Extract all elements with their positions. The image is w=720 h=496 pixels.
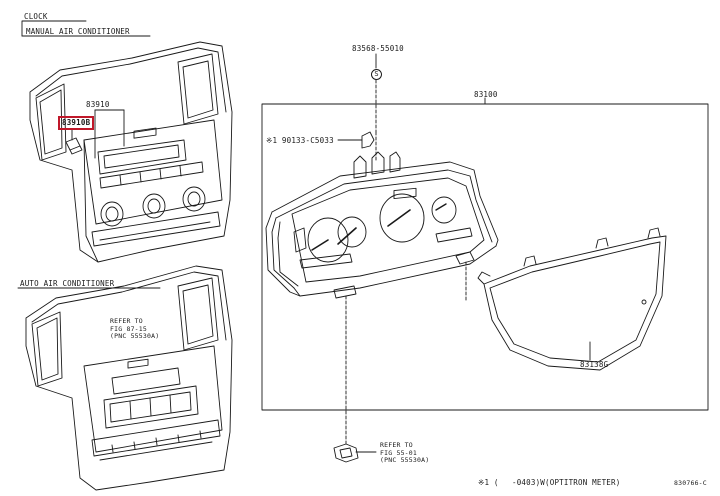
part-label-90133[interactable]: ※1 90133-C5033 <box>266 136 334 145</box>
part-label-83138g[interactable]: 83138G <box>580 360 609 369</box>
meter-glass <box>477 227 667 371</box>
header-bracket <box>17 20 161 289</box>
combination-meter <box>265 131 499 299</box>
footnote-text: -0403)W(OPTITRON METER) <box>512 478 621 487</box>
refer-note-bottom[interactable]: REFER TO FIG 55-01 (PNC 55530A) <box>380 441 430 464</box>
footnote-mark: ※1 ( <box>478 478 499 487</box>
header-clock: CLOCK <box>24 12 48 21</box>
refer-note-auto[interactable]: REFER TO FIG 87-15 (PNC 55530A) <box>110 317 160 340</box>
lower-clip <box>333 443 377 463</box>
screw-symbol-icon: S <box>371 69 382 80</box>
part-label-83568[interactable]: 83568-55010 <box>352 44 404 53</box>
part-label-83100[interactable]: 83100 <box>474 90 498 99</box>
dashboard-manual <box>29 41 233 263</box>
header-auto-ac: AUTO AIR CONDITIONER <box>20 279 115 288</box>
leader-lines-upper <box>71 109 125 159</box>
figure-code: 830766-C <box>674 479 707 487</box>
meter-frame <box>261 97 709 411</box>
dashboard-auto <box>25 265 233 491</box>
part-label-83910b[interactable]: 83910B <box>58 116 95 130</box>
projection-lines <box>345 261 467 447</box>
part-label-83910[interactable]: 83910 <box>86 100 110 109</box>
header-manual-ac: MANUAL AIR CONDITIONER <box>26 27 130 36</box>
